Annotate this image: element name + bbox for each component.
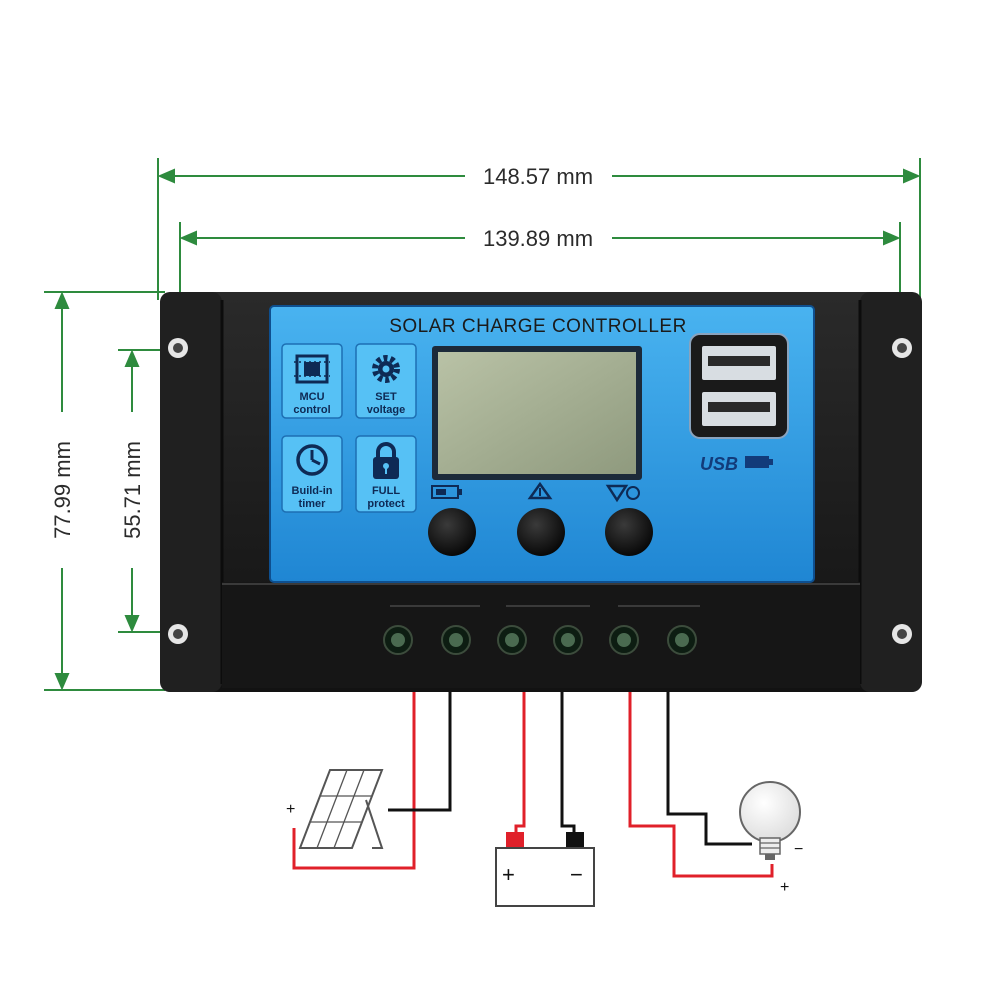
outer-width-label: 148.57 mm (483, 164, 593, 189)
mounting-hole-bottom-right (892, 624, 912, 644)
dimension-outer-height (44, 291, 165, 691)
battery-wires (514, 692, 576, 840)
terminal-screw[interactable] (441, 625, 471, 655)
feature-mcu-line2: control (293, 404, 330, 416)
solar-wires (292, 692, 452, 870)
feature-timer-line2: timer (299, 498, 327, 510)
mounting-hole-top-right (892, 338, 912, 358)
mounting-hole-bottom-left (168, 624, 188, 644)
load-wires (628, 692, 774, 878)
up-arrow-icon (527, 481, 553, 500)
battery-icon (495, 832, 595, 907)
lock-icon (373, 442, 399, 479)
mounting-hole-top-left (168, 338, 188, 358)
clock-icon (296, 444, 328, 476)
terminal-screws (383, 625, 697, 655)
feature-set-line2: voltage (367, 404, 406, 416)
dimension-inner-width (179, 222, 901, 300)
battery-plus-sign: + (502, 862, 515, 887)
battery-menu-icon (431, 485, 462, 499)
load-minus-sign: − (794, 841, 803, 858)
outer-height-label: 77.99 mm (50, 441, 75, 539)
terminal-screw[interactable] (497, 625, 527, 655)
lcd-display (432, 346, 642, 480)
light-bulb-icon (739, 781, 801, 860)
feature-tile-set-voltage: SET voltage (355, 343, 417, 419)
up-button[interactable] (517, 508, 565, 556)
feature-protect-line1: FULL (372, 485, 400, 497)
terminal-screw[interactable] (667, 625, 697, 655)
load-plus-sign: + (780, 879, 789, 896)
solar-plus-sign: + (286, 801, 295, 818)
feature-mcu-line1: MCU (299, 391, 324, 403)
panel-title: SOLAR CHARGE CONTROLLER (389, 316, 687, 337)
usb-battery-icon (745, 456, 773, 468)
down-arrow-icon (605, 484, 640, 503)
usb-ports[interactable] (689, 333, 789, 439)
feature-set-line1: SET (375, 391, 397, 403)
feature-protect-line2: protect (367, 498, 405, 510)
feature-tile-mcu: MCU control (281, 343, 343, 419)
feature-tile-full-protect: FULL protect (355, 435, 417, 513)
terminal-screw[interactable] (609, 625, 639, 655)
dimension-outer-width (157, 158, 921, 300)
usb-label: USB (700, 454, 738, 474)
terminal-screw[interactable] (383, 625, 413, 655)
solar-panel-icon (298, 769, 384, 849)
feature-tile-timer: Build-in timer (281, 435, 343, 513)
feature-timer-line1: Build-in (292, 485, 333, 497)
inner-width-label: 139.89 mm (483, 226, 593, 251)
down-button[interactable] (605, 508, 653, 556)
chip-icon (294, 354, 330, 384)
terminal-screw[interactable] (553, 625, 583, 655)
gear-icon (372, 355, 400, 383)
battery-minus-sign: − (570, 862, 583, 887)
solar-minus-sign: − (392, 802, 401, 819)
menu-button[interactable] (428, 508, 476, 556)
inner-height-label: 55.71 mm (120, 441, 145, 539)
